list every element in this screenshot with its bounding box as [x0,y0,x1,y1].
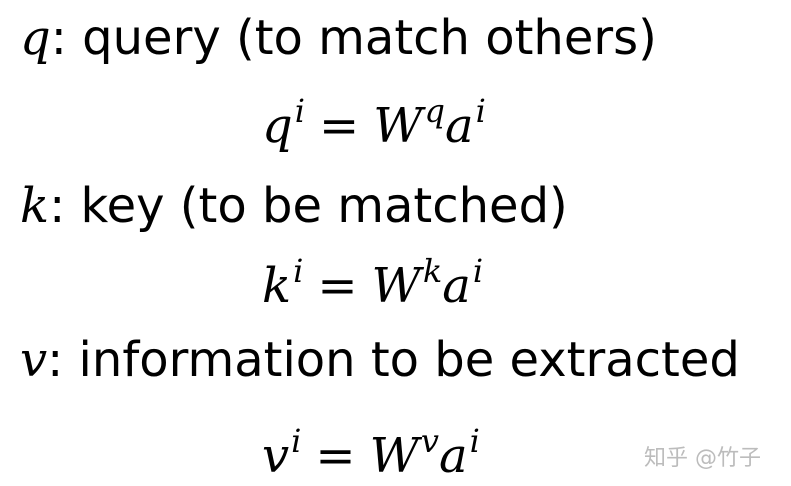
query-eq-input-sup: i [475,92,486,130]
query-eq-equals: = [318,98,360,154]
watermark: 知乎 @竹子 [644,446,761,471]
value-eq-equals: = [315,428,356,484]
query-eq-lhs: q [262,98,293,154]
value-equation: vi=Wvai [262,425,791,480]
query-eq-weight: W [373,98,423,154]
key-description: : key (to be matched) [49,178,568,234]
key-symbol: k [20,178,50,234]
key-equation: ki=Wkai [262,255,791,310]
key-eq-weight-sup: k [422,252,443,290]
query-eq-lhs-sup: i [294,92,305,130]
key-definition: k: key (to be matched) [20,182,568,230]
query-description: : query (to match others) [50,10,657,66]
query-symbol: q [20,10,51,66]
query-definition: q: query (to match others) [20,14,657,62]
key-eq-input: a [442,258,471,314]
value-eq-lhs-sup: i [291,422,302,460]
key-eq-lhs-sup: i [293,252,304,290]
value-eq-input-sup: i [469,422,480,460]
query-eq-weight-sup: q [424,92,446,130]
query-eq-input: a [445,98,474,154]
key-eq-lhs: k [262,258,292,314]
query-equation: qi=Wqai [262,95,791,150]
value-eq-weight-sup: v [420,422,439,460]
key-eq-input-sup: i [472,252,484,290]
key-eq-equals: = [317,258,358,314]
key-eq-weight: W [371,258,421,314]
value-definition: v: information to be extracted [20,336,740,384]
value-eq-weight: W [369,428,419,484]
value-eq-input: a [439,428,468,484]
value-description: : information to be extracted [47,332,740,388]
value-symbol: v [20,332,48,388]
value-eq-lhs: v [262,428,290,484]
